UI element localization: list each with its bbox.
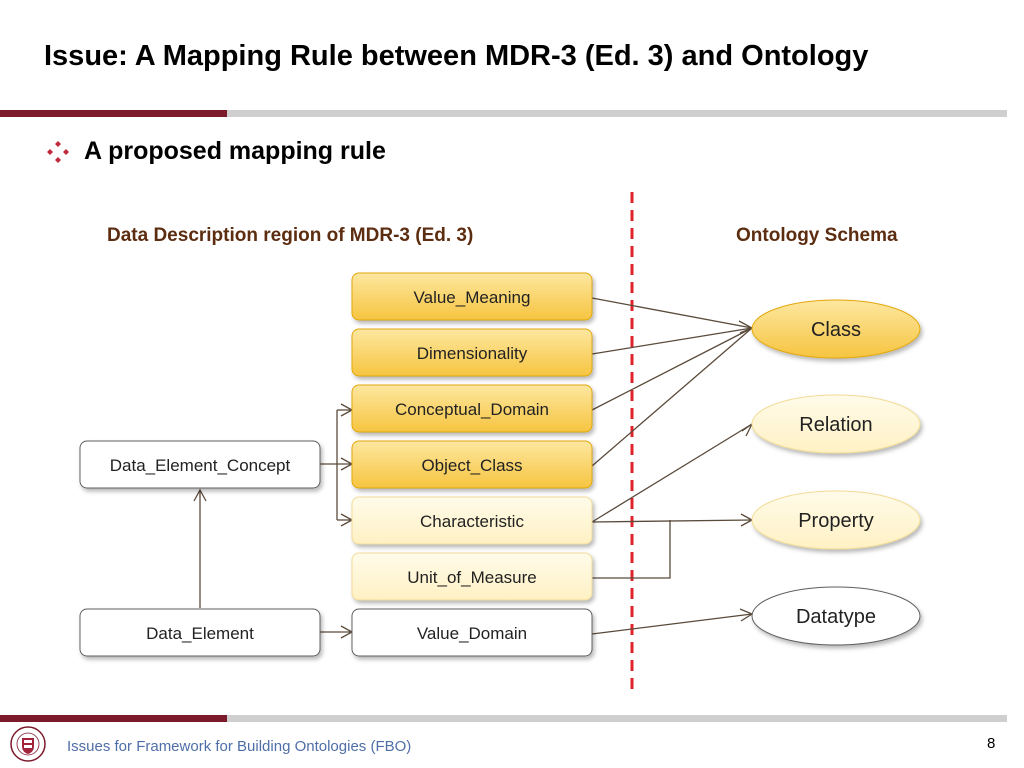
mdr-box-object-class: Object_Class (351, 440, 593, 489)
diamond-bullet-icon (47, 141, 69, 163)
svg-text:Relation: Relation (799, 414, 872, 436)
slide-title: Issue: A Mapping Rule between MDR-3 (Ed.… (44, 40, 869, 72)
ontology-region-label: Ontology Schema (736, 225, 898, 246)
ontology-node-property: Property (751, 490, 921, 550)
svg-text:Characteristic: Characteristic (420, 512, 524, 531)
svg-text:Class: Class (811, 319, 861, 341)
svg-text:Conceptual_Domain: Conceptual_Domain (395, 400, 549, 419)
mdr-box-value-meaning: Value_Meaning (351, 272, 593, 321)
svg-text:Value_Meaning: Value_Meaning (414, 288, 531, 307)
svg-text:Datatype: Datatype (796, 606, 876, 628)
svg-text:Dimensionality: Dimensionality (417, 344, 528, 363)
mdr-box-characteristic: Characteristic (351, 496, 593, 545)
footer-rule (0, 715, 1024, 722)
svg-text:Value_Domain: Value_Domain (417, 624, 527, 643)
mdr-box-conceptual-domain: Conceptual_Domain (351, 384, 593, 433)
title-rule (0, 110, 1024, 117)
svg-text:Data_Element: Data_Element (146, 624, 254, 643)
mdr-box-dimensionality: Dimensionality (351, 328, 593, 377)
mdr-region-label: Data Description region of MDR-3 (Ed. 3) (107, 225, 474, 246)
mdr-box-data-element-concept: Data_Element_Concept (79, 440, 321, 489)
mdr-box-unit-of-measure: Unit_of_Measure (351, 552, 593, 601)
svg-text:Object_Class: Object_Class (421, 456, 522, 475)
ontology-node-datatype: Datatype (751, 586, 921, 646)
mdr-box-data-element: Data_Element (79, 608, 321, 657)
svg-text:Unit_of_Measure: Unit_of_Measure (407, 568, 536, 587)
university-seal-icon (10, 726, 46, 762)
ontology-node-class: Class (751, 299, 921, 359)
svg-text:Data_Element_Concept: Data_Element_Concept (110, 456, 291, 475)
ontology-node-relation: Relation (751, 394, 921, 454)
svg-text:Property: Property (798, 510, 874, 532)
connectors (199, 297, 753, 635)
bullet-text: A proposed mapping rule (84, 137, 386, 165)
page-number: 8 (987, 735, 996, 752)
mdr-box-value-domain: Value_Domain (351, 608, 593, 657)
footer-text: Issues for Framework for Building Ontolo… (67, 738, 412, 755)
